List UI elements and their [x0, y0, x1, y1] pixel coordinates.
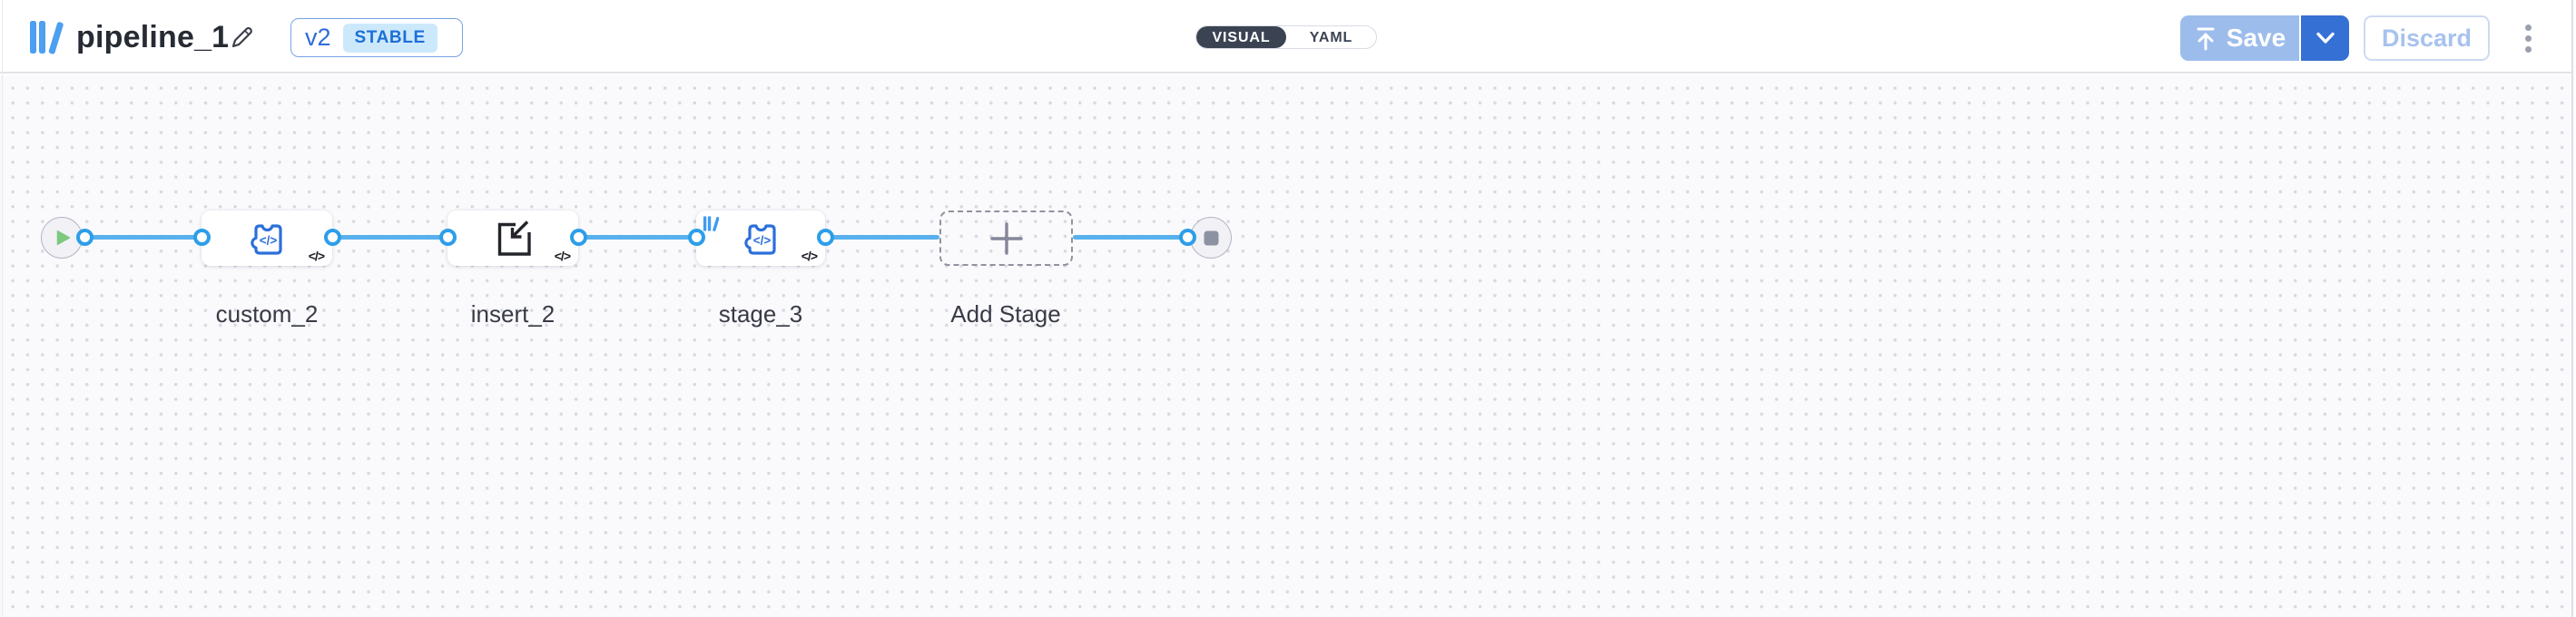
stage-node-insert_2[interactable]: </> [447, 211, 578, 266]
port-end-in[interactable] [1178, 229, 1196, 246]
tab-visual[interactable]: VISUAL [1196, 26, 1286, 48]
panel-right-strip [2573, 0, 2576, 617]
port-stage_3-out[interactable] [816, 229, 834, 246]
code-badge: </> [801, 249, 818, 263]
node-label-insert_2: insert_2 [470, 300, 556, 328]
app-logo-mini-icon [703, 216, 719, 231]
edge-custom_2-insert_2 [332, 235, 447, 240]
save-button[interactable]: Save [2180, 15, 2299, 61]
kebab-dot [2524, 34, 2532, 42]
code-badge: </> [308, 249, 325, 263]
version-status-badge: STABLE [342, 23, 438, 53]
node-label-custom_2: custom_2 [215, 300, 319, 328]
add-stage-button[interactable] [939, 211, 1073, 266]
plus-icon [989, 221, 1023, 255]
port-custom_2-in[interactable] [192, 229, 211, 246]
edge-stage_3-add-stage [825, 235, 939, 240]
port-insert_2-in[interactable] [438, 229, 457, 246]
kebab-dot [2524, 45, 2532, 53]
port-start-out[interactable] [75, 229, 93, 246]
header: pipeline_1 v2 STABLE VISUAL YAML [0, 0, 2576, 73]
node-label-add-stage: Add Stage [950, 300, 1061, 328]
save-options-button[interactable] [2299, 15, 2349, 61]
pipeline-end-node[interactable] [1190, 217, 1232, 259]
page-title: pipeline_1 [76, 20, 230, 54]
port-insert_2-out[interactable] [569, 229, 587, 246]
app-logo-icon [30, 21, 64, 54]
code-glyph: </> [753, 233, 772, 247]
pencil-icon [231, 26, 252, 47]
code-glyph: </> [260, 233, 278, 247]
version-label: v2 [305, 24, 331, 51]
stop-icon [1204, 230, 1218, 245]
discard-button[interactable]: Discard [2364, 15, 2490, 61]
puzzle-code-icon: </> [744, 223, 776, 255]
puzzle-code-icon: </> [251, 223, 282, 255]
edge-add-stage-end [1073, 235, 1187, 240]
edge-start-custom_2 [84, 235, 202, 240]
node-label-stage_3: stage_3 [718, 300, 803, 328]
stage-node-custom_2[interactable]: </> </> [202, 211, 332, 266]
version-selector[interactable]: v2 STABLE [290, 18, 463, 57]
view-mode-toggle: VISUAL YAML [1195, 25, 1377, 49]
insert-icon [497, 220, 531, 256]
code-badge: </> [554, 249, 571, 263]
save-button-label: Save [2226, 24, 2286, 52]
stage-node-stage_3[interactable]: </> </> [696, 211, 825, 266]
more-options-button[interactable] [2509, 15, 2547, 61]
panel-right-edge [2571, 0, 2573, 617]
tab-yaml[interactable]: YAML [1286, 26, 1376, 48]
pipeline-canvas[interactable]: </> </> </> </> </> [0, 75, 2571, 617]
play-icon [56, 230, 70, 245]
port-stage_3-in[interactable] [687, 229, 705, 246]
port-custom_2-out[interactable] [323, 229, 341, 246]
edge-insert_2-stage_3 [578, 235, 696, 240]
save-split-button: Save [2180, 15, 2349, 61]
window-left-edge [2, 0, 3, 617]
kebab-dot [2524, 24, 2532, 31]
upload-icon [2197, 27, 2215, 51]
rename-pipeline-button[interactable] [225, 20, 260, 54]
chevron-down-icon [2315, 32, 2335, 44]
